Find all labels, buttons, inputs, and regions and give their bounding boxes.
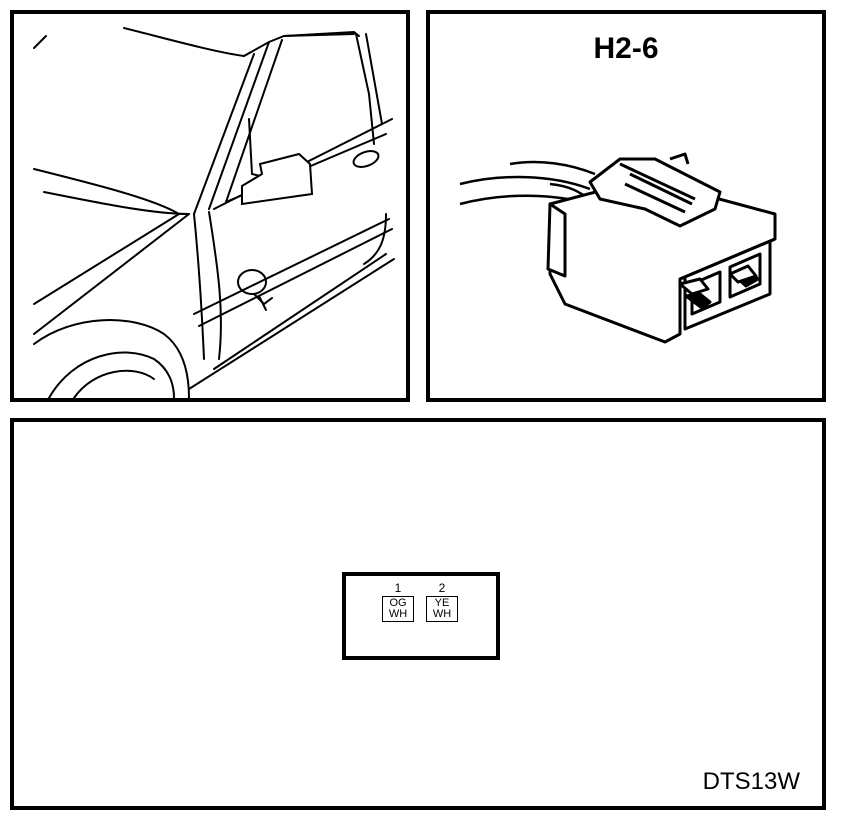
wire-color-primary: YE [434,597,450,609]
wire-color-stripe: WH [388,608,408,620]
diagram-code: DTS13W [702,768,800,795]
connector-face-view: 1 OG WH 2 YE WH [342,572,500,660]
pin-number: 1 [394,581,402,595]
wire-color-stripe: WH [432,608,452,620]
connector-illustration [459,152,777,344]
pin-number: 2 [438,581,446,595]
vehicle-location-panel [10,10,410,402]
pin-configuration-panel: 1 OG WH 2 YE WH DTS13W [10,418,826,810]
wire-color-primary: OG [389,597,407,609]
connector-title: H2-6 [593,32,659,65]
pin-wire-color: YE WH [426,596,458,622]
pin-2: 2 YE WH [426,582,458,622]
vehicle-door-illustration [33,27,395,398]
connector-view-panel: H2-6 [426,10,826,402]
pin-wire-color: OG WH [382,596,414,622]
pin-1: 1 OG WH [382,582,414,622]
